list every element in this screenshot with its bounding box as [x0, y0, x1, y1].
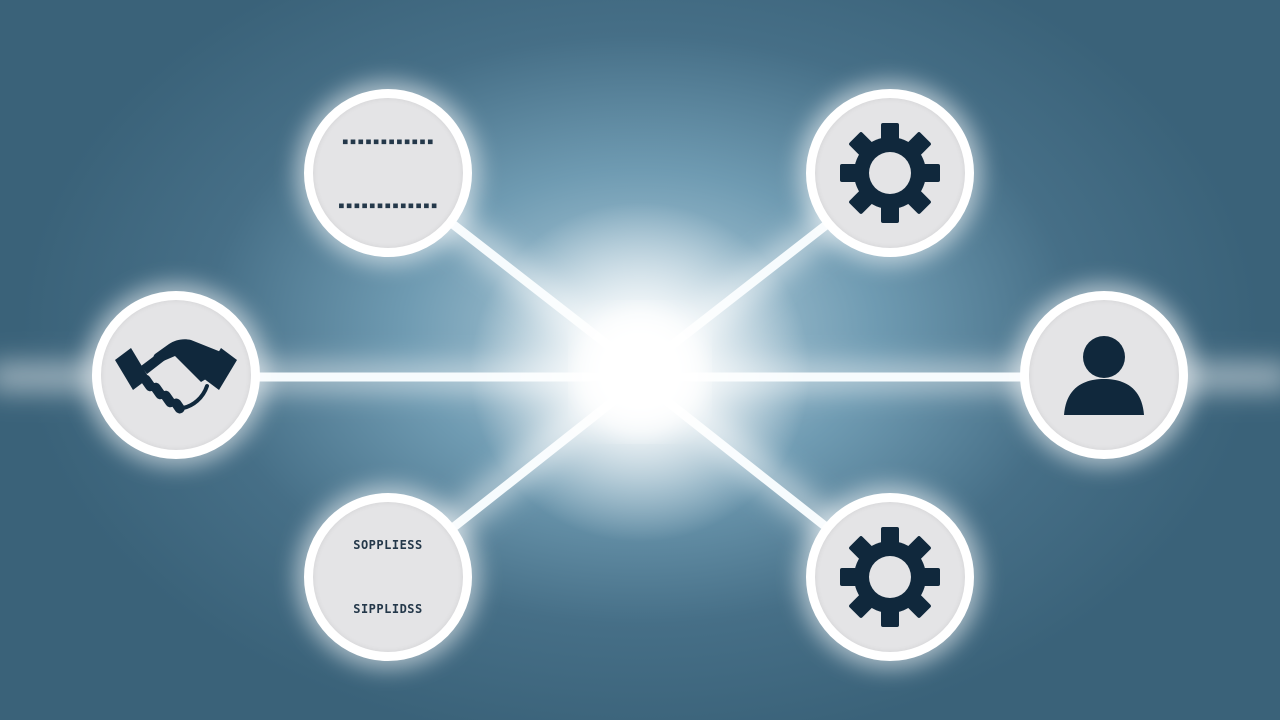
node-top-left: ▪▪▪▪▪▪▪▪▪▪▪▪ ▪▪▪▪▪▪▪▪▪▪▪▪▪: [304, 89, 472, 257]
node-bottom-left: SOPPLIESS SIPPLIDSS: [304, 493, 472, 661]
node-left: [92, 291, 260, 459]
node-top-right: [806, 89, 974, 257]
node-bottom-left-line-2: SIPPLIDSS: [353, 602, 423, 616]
node-bottom-right: [806, 493, 974, 661]
gear-icon: [840, 123, 940, 223]
handshake-icon: [115, 339, 237, 414]
node-right: [1020, 291, 1188, 459]
node-top-left-line-1: ▪▪▪▪▪▪▪▪▪▪▪▪: [341, 134, 435, 148]
node-top-left-line-2: ▪▪▪▪▪▪▪▪▪▪▪▪▪: [337, 198, 439, 212]
gear-icon: [840, 527, 940, 627]
person-icon: [1064, 336, 1144, 415]
node-bottom-left-line-1: SOPPLIESS: [353, 538, 423, 552]
